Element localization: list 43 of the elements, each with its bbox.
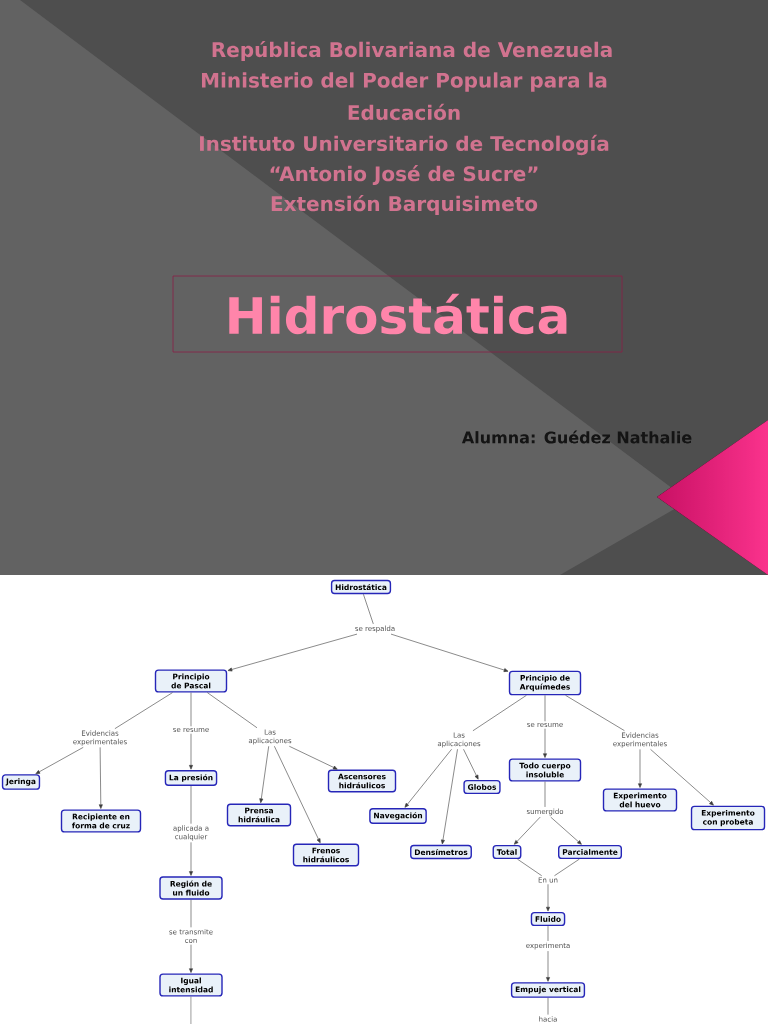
connector-line [547, 997, 549, 1015]
arrow [227, 633, 358, 672]
arrow [543, 728, 547, 758]
connector-line [190, 996, 192, 1024]
connector-line [472, 695, 527, 732]
arrow [274, 745, 321, 844]
arrow [404, 748, 452, 808]
connector-line [517, 858, 542, 876]
header-text: “Antonio José de Sucre” [270, 165, 538, 185]
connector-line [544, 695, 546, 722]
connector-line [554, 858, 580, 876]
header-text: Ministerio del Poder Popular para la [202, 72, 607, 92]
header-text: Educación [348, 103, 460, 121]
arrow [546, 884, 550, 912]
arrow [289, 745, 338, 770]
arrow [189, 842, 193, 876]
arrow [463, 748, 479, 780]
arrow [189, 733, 193, 770]
arrow [189, 944, 193, 973]
header-text: República Bolivariana de Venezuela [212, 40, 612, 62]
header-text: Instituto Universitario de Tecnología [200, 134, 609, 156]
arrow [98, 747, 103, 809]
connector-line [190, 692, 192, 727]
arrow [390, 633, 509, 672]
arrow [259, 745, 269, 803]
arrow [650, 749, 714, 806]
student-name-text: Alumna: Guédez Nathalie [461, 430, 692, 444]
connector-line [114, 692, 173, 729]
header-text: Extensión Barquisimeto [271, 194, 538, 216]
connector-line [363, 593, 374, 625]
arrow [514, 816, 541, 845]
connector-line [207, 692, 258, 729]
arrow [35, 747, 84, 775]
arrow [441, 748, 458, 845]
connector-line [190, 785, 192, 824]
connector-line [190, 899, 192, 928]
arrow [638, 749, 642, 788]
connector-line [565, 695, 625, 731]
title-box: Hidrostática [172, 275, 623, 353]
connector-line [544, 781, 546, 808]
arrow [550, 816, 582, 845]
arrow [546, 950, 550, 982]
connector-line [547, 925, 549, 942]
